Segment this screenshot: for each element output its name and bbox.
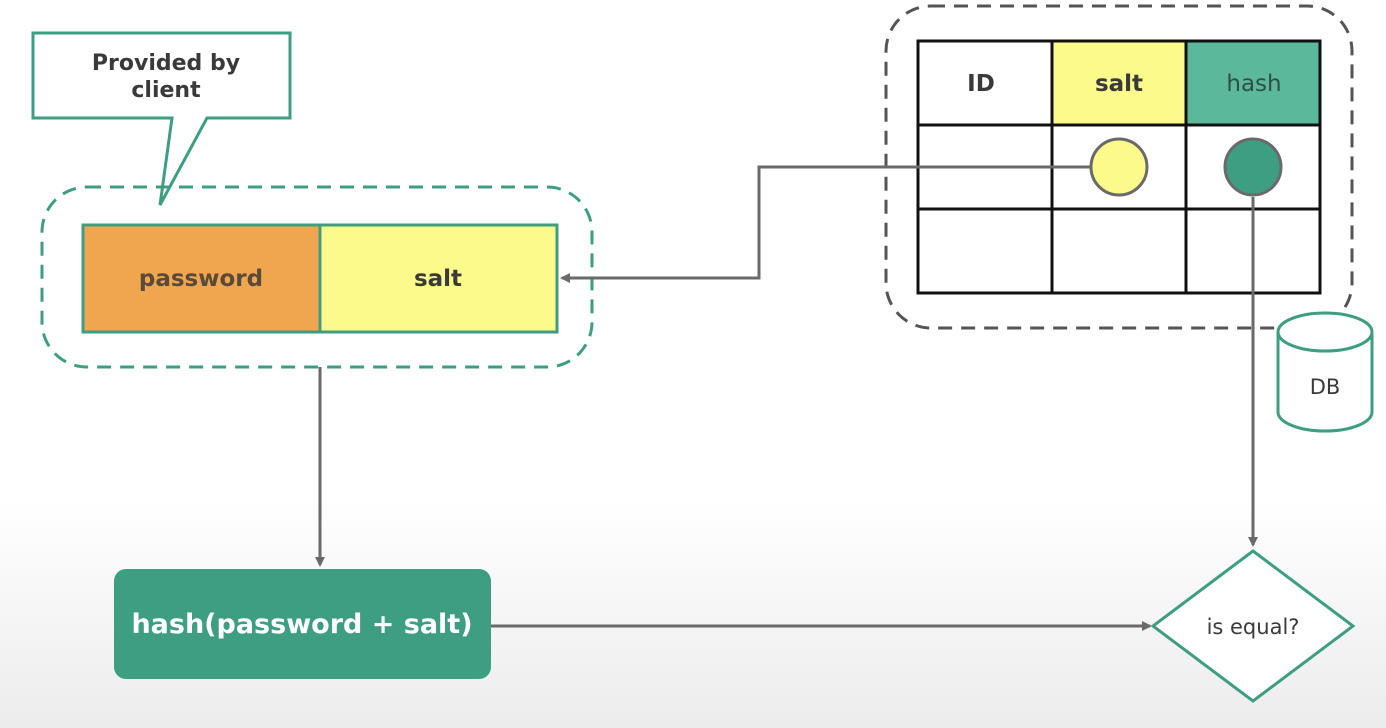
- hash-function-box: hash(password + salt): [114, 569, 491, 679]
- db-label: DB: [1310, 375, 1341, 399]
- header-salt-cell: [1052, 41, 1186, 125]
- salt-label: salt: [414, 266, 462, 292]
- compare-label: is equal?: [1207, 615, 1300, 639]
- input-record: password salt: [81, 223, 559, 334]
- db-cylinder-icon: DB: [1276, 311, 1374, 433]
- compare-decision: is equal?: [1150, 549, 1356, 703]
- callout-line2: client: [131, 78, 201, 103]
- salt-value-circle: [1089, 137, 1149, 197]
- callout-bubble: Provided by client: [31, 31, 292, 206]
- callout-line1: Provided by: [92, 51, 240, 76]
- hash-value-circle: [1223, 137, 1283, 197]
- header-id-cell: [918, 41, 1052, 125]
- hash-function-label: hash(password + salt): [131, 609, 472, 640]
- table-header-salt: salt: [1095, 71, 1143, 97]
- header-hash-cell: [1186, 41, 1320, 125]
- table-header-hash: hash: [1226, 71, 1281, 97]
- salt-lookup-arrow: [560, 165, 1090, 283]
- password-cell: [81, 223, 322, 334]
- password-label: password: [139, 266, 263, 292]
- table-header-id: ID: [967, 71, 995, 97]
- salt-cell: [318, 223, 559, 334]
